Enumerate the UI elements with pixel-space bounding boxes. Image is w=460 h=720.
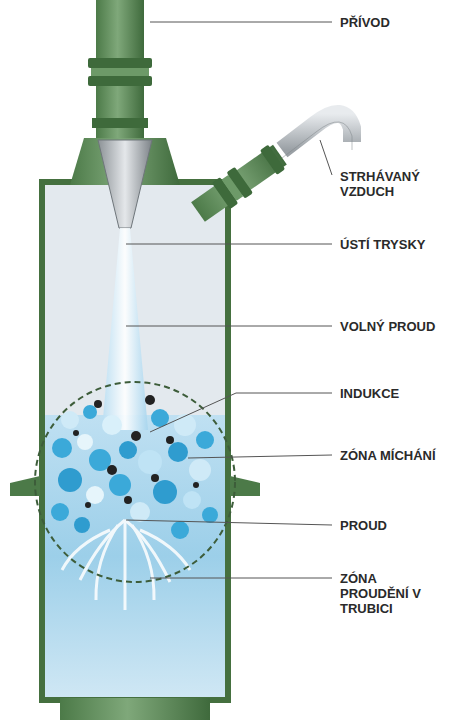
mixing-bubbles-part [168, 442, 188, 462]
mixing-bubbles-part [83, 405, 97, 419]
callout-label: VOLNÝ PROUD [340, 319, 436, 334]
jet-plume [62, 520, 190, 610]
mixing-bubbles-part [151, 474, 159, 482]
callout-label: STRHÁVANÝ VZDUCH [340, 169, 436, 199]
mixing-bubbles-part [94, 400, 102, 408]
callout-label: PŘÍVOD [340, 15, 436, 30]
mixing-bubbles-part [138, 450, 162, 474]
housing-part [42, 182, 228, 700]
mixing-bubbles-part [77, 434, 93, 450]
callout-label: PROUD [340, 518, 436, 533]
leader-line-part [320, 140, 332, 175]
mixing-bubbles-part [171, 521, 189, 539]
air-inlet-pipe-part [191, 145, 287, 222]
free-jet [102, 228, 148, 430]
jet-plume-part [62, 530, 110, 570]
leader-line-part [126, 326, 332, 327]
flange [10, 476, 260, 496]
mixing-bubbles-part [51, 503, 69, 521]
nozzle-cone [98, 140, 152, 228]
mixing-bubbles-part [109, 474, 131, 496]
mixing-bubbles-part [183, 491, 201, 509]
leader-line-part [150, 393, 332, 432]
supply-pipe-part [88, 76, 152, 86]
mixing-bubbles-part [166, 436, 174, 444]
supply-pipe-part [91, 68, 149, 76]
mixing-bubbles-part [131, 431, 141, 441]
leader-line-part [188, 455, 332, 458]
mixing-bubbles-part [85, 502, 91, 508]
mixing-bubbles-part [107, 465, 117, 475]
callout-label: ÚSTÍ TRYSKY [340, 237, 436, 252]
mixing-bubbles [51, 395, 218, 539]
leader-line [126, 22, 332, 578]
supply-pipe [88, 0, 152, 140]
air-inlet-pipe-part [227, 167, 254, 199]
jet-plume-part [125, 520, 170, 582]
mixing-bubbles-part [189, 459, 211, 481]
housing [42, 138, 228, 720]
mixing-bubbles-part [58, 468, 82, 492]
callout-label: ZÓNA MÍCHÁNÍ [340, 448, 436, 463]
mixing-bubbles-part [73, 430, 79, 436]
supply-pipe-part [92, 118, 148, 128]
mixing-bubbles-part [52, 438, 72, 458]
mixing-bubbles-part [61, 411, 79, 429]
leader-line-part [126, 520, 332, 525]
mixing-bubbles-part [124, 496, 132, 504]
supply-pipe-part [88, 58, 152, 68]
air-elbow [282, 114, 352, 150]
callout-label: INDUKCE [340, 386, 436, 401]
jet-plume-part [80, 520, 125, 580]
leader-line-part [126, 244, 332, 245]
mixing-bubbles-part [130, 502, 150, 522]
leader-line-part [150, 22, 332, 23]
jet-plume-part [124, 520, 127, 610]
mixing-bubbles-part [193, 482, 199, 488]
callout-label: ZÓNA PROUDĚNÍ V TRUBICI [340, 571, 436, 616]
mixing-bubbles-part [196, 431, 214, 449]
housing-part [60, 698, 210, 720]
mixing-bubbles-part [174, 414, 196, 436]
mixing-bubbles-part [145, 395, 155, 405]
jet-plume-part [140, 530, 190, 570]
air-elbow-edge [282, 122, 352, 158]
leader-line-part [150, 578, 332, 579]
mixing-bubbles-part [74, 517, 90, 533]
mixing-bubbles-part [102, 415, 122, 435]
zone-circle [35, 382, 235, 582]
mixing-bubbles-part [119, 441, 137, 459]
mixing-bubbles-part [202, 507, 218, 523]
mixing-bubbles-part [86, 486, 104, 504]
air-inlet-pipe [189, 142, 289, 226]
mixing-bubbles-part [153, 480, 177, 504]
